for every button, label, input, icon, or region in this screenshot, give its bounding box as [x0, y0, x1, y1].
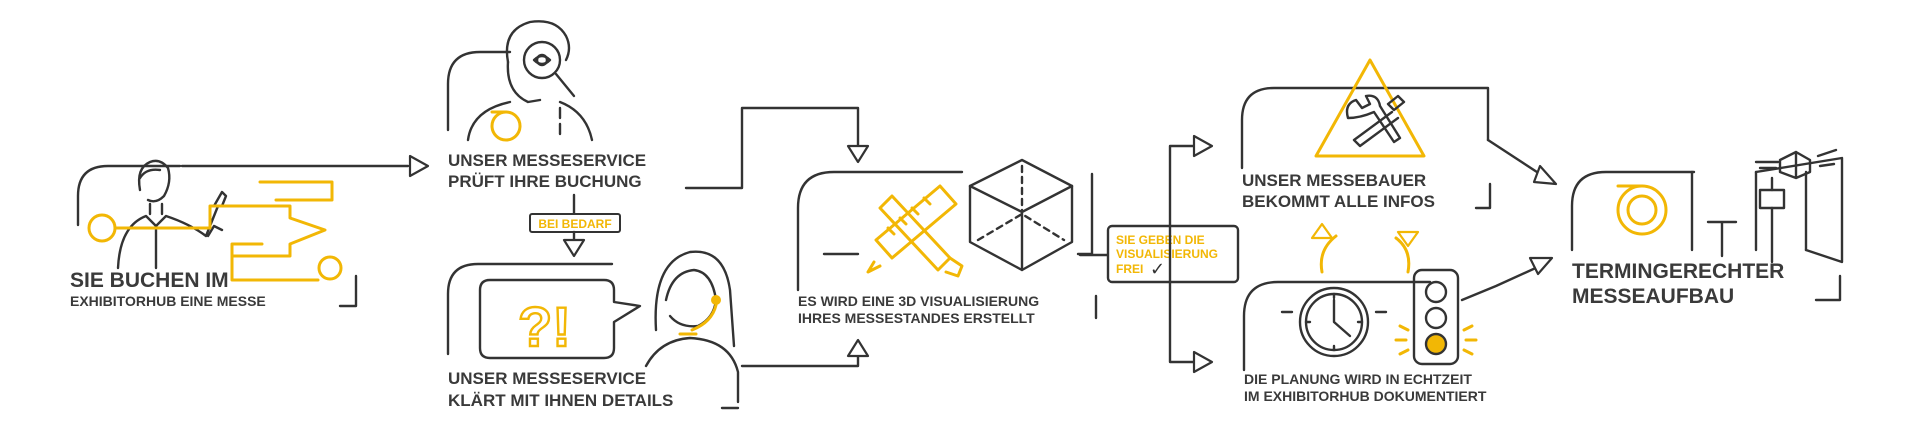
step-clarify-line2: KLÄRT MIT IHNEN DETAILS [448, 391, 673, 410]
frame-planning [1242, 280, 1432, 372]
step-check-line1: UNSER MESSESERVICE [448, 151, 646, 170]
step-builder: UNSER MESSEBAUER BEKOMMT ALLE INFOS [1240, 58, 1492, 211]
arrow-to-visual-top [846, 144, 870, 164]
if-needed-label: BEI BEDARF [538, 217, 611, 231]
stand-icon [1690, 148, 1844, 264]
arrow-to-builder [1192, 134, 1214, 158]
logo-icon [1616, 184, 1668, 236]
step-book-line2: EXHIBITORHUB EINE MESSE [70, 293, 266, 309]
traffic-light-icon [1394, 268, 1478, 366]
connector-check-visual [684, 106, 860, 190]
arrow-to-planning [1192, 350, 1214, 374]
frame-clarify [446, 262, 614, 356]
step-book-line1: SIE BUCHEN IM [70, 269, 229, 292]
frame-visual [796, 170, 964, 292]
question-exclamation-icon: ?! [518, 295, 571, 358]
step-visual-line1: ES WIRD EINE 3D VISUALISIERUNG [798, 293, 1039, 309]
approve-badge: SIE GEBEN DIE VISUALISIERUNG FREI ✓ [1106, 224, 1240, 284]
connector-planning-build [1460, 264, 1542, 302]
step-planning-line1: DIE PLANUNG WIRD IN ECHTZEIT [1244, 371, 1472, 387]
step-visual: ES WIRD EINE 3D VISUALISIERUNG IHRES MES… [796, 158, 1098, 326]
magnifier-person-icon [466, 20, 594, 142]
step-clarify-line1: UNSER MESSESERVICE [448, 369, 646, 388]
approve-line1: SIE GEBEN DIE [1116, 233, 1205, 247]
frame-visual-lines [822, 172, 1094, 256]
frame-build [1570, 170, 1696, 252]
speech-bubble: ?! [478, 278, 642, 360]
step-build-line1: TERMINGERECHTER [1572, 260, 1784, 283]
step-clarify: ?! UNSER MESSESERVICE KLÄRT MIT IHNEN DE… [446, 250, 740, 410]
connector-clarify-visual [740, 354, 860, 368]
if-needed-badge: BEI BEDARF [529, 213, 621, 233]
step-build: TERMINGERECHTER MESSEAUFBAU [1570, 148, 1844, 308]
frame-builder [1240, 86, 1490, 170]
approve-line2: VISUALISIERUNG [1116, 247, 1218, 261]
step-builder-line2: BEKOMMT ALLE INFOS [1242, 192, 1435, 211]
headset-person-icon [644, 250, 740, 404]
step-planning-line2: IM EXHIBITORHUB DOKUMENTIERT [1244, 388, 1487, 404]
circuit-icon [87, 180, 343, 282]
cube-icon [968, 158, 1074, 272]
check-icon: ✓ [1150, 259, 1165, 279]
arrow-to-visual-bottom [846, 338, 870, 358]
step-check: UNSER MESSESERVICE PRÜFT IHRE BUCHUNG [446, 20, 646, 191]
cycle-arrow-down [1396, 230, 1420, 248]
frame-book [76, 164, 182, 227]
arrow-builder-to-build [1532, 164, 1558, 186]
bracket-book [338, 274, 358, 308]
cycle-arrow-up [1310, 222, 1334, 240]
step-visual-line2: IHRES MESSESTANDES ERSTELLT [798, 310, 1035, 326]
step-build-line2: MESSEAUFBAU [1572, 285, 1734, 308]
arrow-to-check [408, 154, 430, 178]
step-book: SIE BUCHEN IM EXHIBITORHUB EINE MESSE [70, 159, 358, 309]
bracket-build [1814, 274, 1842, 302]
tools-warning-icon [1314, 58, 1426, 158]
step-builder-line1: UNSER MESSEBAUER [1242, 171, 1426, 190]
step-planning: DIE PLANUNG WIRD IN ECHTZEIT IM EXHIBITO… [1242, 268, 1487, 404]
connector-approve-split [1168, 144, 1196, 364]
ruler-pencil-icon [866, 184, 964, 278]
frame-check [446, 50, 512, 132]
person-pointing-icon [116, 159, 228, 270]
clock-icon [1280, 286, 1388, 358]
bracket-builder [1474, 182, 1492, 210]
cycle-arrows [1310, 222, 1420, 274]
approve-line3: FREI [1116, 262, 1143, 276]
step-check-line2: PRÜFT IHRE BUCHUNG [448, 172, 642, 191]
logo-icon [490, 110, 522, 142]
connector-builder-build [1486, 138, 1542, 176]
arrow-to-clarify [562, 238, 586, 258]
arrow-planning-to-build [1528, 256, 1554, 276]
